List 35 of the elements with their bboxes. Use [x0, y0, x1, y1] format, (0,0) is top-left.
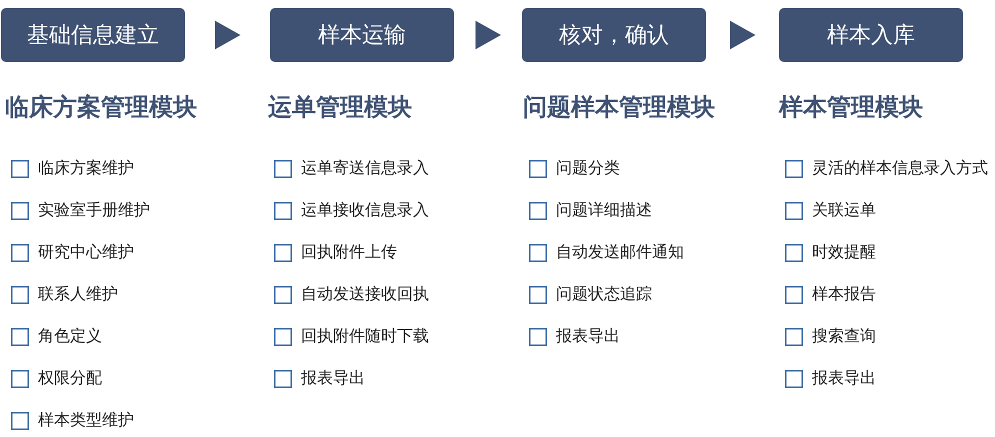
feature-label: 运单接收信息录入 [301, 202, 429, 220]
process-box: 核对，确认 [522, 8, 706, 62]
feature-label: 灵活的样本信息录入方式 [812, 160, 988, 178]
feature-label: 报表导出 [812, 370, 876, 388]
module-heading: 运单管理模块 [268, 93, 412, 123]
feature-label: 研究中心维护 [38, 244, 134, 262]
feature-label: 搜索查询 [812, 328, 876, 346]
module-heading: 样本管理模块 [779, 93, 923, 123]
feature-label: 联系人维护 [38, 286, 118, 304]
feature-label: 报表导出 [556, 328, 620, 346]
feature-label: 自动发送接收回执 [301, 286, 429, 304]
feature-label: 样本报告 [812, 286, 876, 304]
process-box: 样本入库 [779, 8, 963, 62]
feature-label: 运单寄送信息录入 [301, 160, 429, 178]
feature-label: 时效提醒 [812, 244, 876, 262]
process-box: 基础信息建立 [1, 8, 185, 62]
feature-label: 自动发送邮件通知 [556, 244, 684, 262]
feature-label: 问题分类 [556, 160, 620, 178]
module-heading: 问题样本管理模块 [523, 93, 715, 123]
feature-label: 问题状态追踪 [556, 286, 652, 304]
feature-label: 样本类型维护 [38, 412, 134, 430]
process-box: 样本运输 [270, 8, 454, 62]
feature-label: 实验室手册维护 [38, 202, 150, 220]
feature-label: 回执附件上传 [301, 244, 397, 262]
feature-label: 回执附件随时下载 [301, 328, 429, 346]
feature-label: 角色定义 [38, 328, 102, 346]
arrow [215, 20, 241, 50]
feature-label: 临床方案维护 [38, 160, 134, 178]
arrow [730, 20, 756, 50]
feature-label: 问题详细描述 [556, 202, 652, 220]
feature-label: 报表导出 [301, 370, 365, 388]
module-heading: 临床方案管理模块 [5, 93, 197, 123]
arrow [476, 20, 502, 50]
feature-label: 关联运单 [812, 202, 876, 220]
feature-label: 权限分配 [38, 370, 102, 388]
